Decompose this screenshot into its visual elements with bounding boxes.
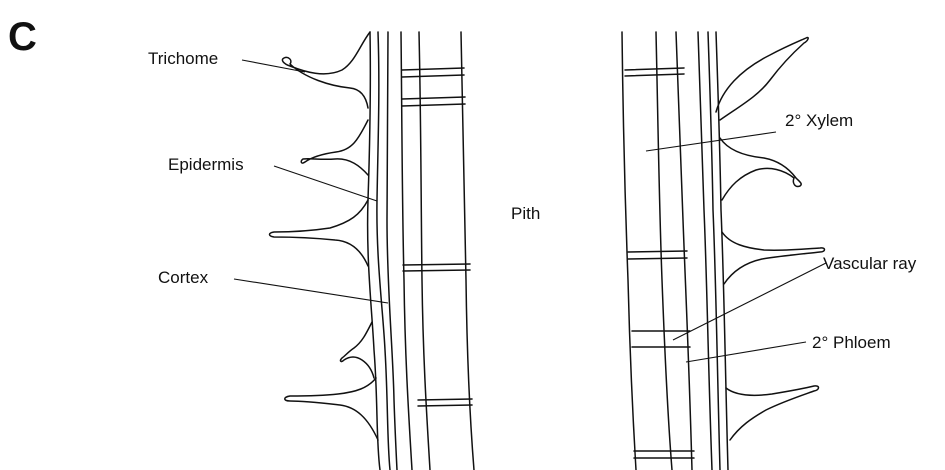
label-phloem: 2° Phloem: [812, 333, 891, 352]
label-xylem: 2° Xylem: [785, 111, 853, 130]
trichome-shape: [301, 120, 368, 175]
label-epidermis: Epidermis: [168, 155, 244, 174]
trichome-shape: [716, 38, 808, 120]
left-tissue-strip: [270, 32, 475, 470]
trichome-shape: [285, 378, 378, 440]
right-trichomes: [716, 38, 825, 440]
leader-epidermis: [274, 166, 377, 201]
left-phloem-inner: [401, 32, 412, 470]
label-pith: Pith: [511, 204, 540, 223]
left-trichomes: [270, 32, 379, 440]
right-tissue-strip: [622, 32, 825, 470]
panel-letter: C: [8, 15, 37, 59]
leader-trichome: [242, 60, 305, 72]
left-vascular-rays: [402, 68, 472, 406]
leader-vascular-ray: [673, 263, 826, 340]
leader-cortex: [234, 279, 388, 303]
label-vascular-ray: Vascular ray: [823, 254, 917, 273]
right-xylem-inner: [622, 32, 636, 470]
right-vascular-rays: [625, 68, 694, 458]
trichome-shape: [341, 322, 374, 378]
label-cortex: Cortex: [158, 268, 209, 287]
trichome-shape: [726, 386, 819, 440]
labels: Trichome Epidermis Cortex Pith 2° Xylem …: [148, 49, 917, 362]
trichome-shape: [722, 232, 825, 284]
trichome-shape: [270, 200, 369, 266]
trichome-shape: [720, 138, 801, 200]
leader-phloem: [686, 342, 806, 362]
label-trichome: Trichome: [148, 49, 218, 68]
left-cortex-inner: [387, 32, 397, 470]
